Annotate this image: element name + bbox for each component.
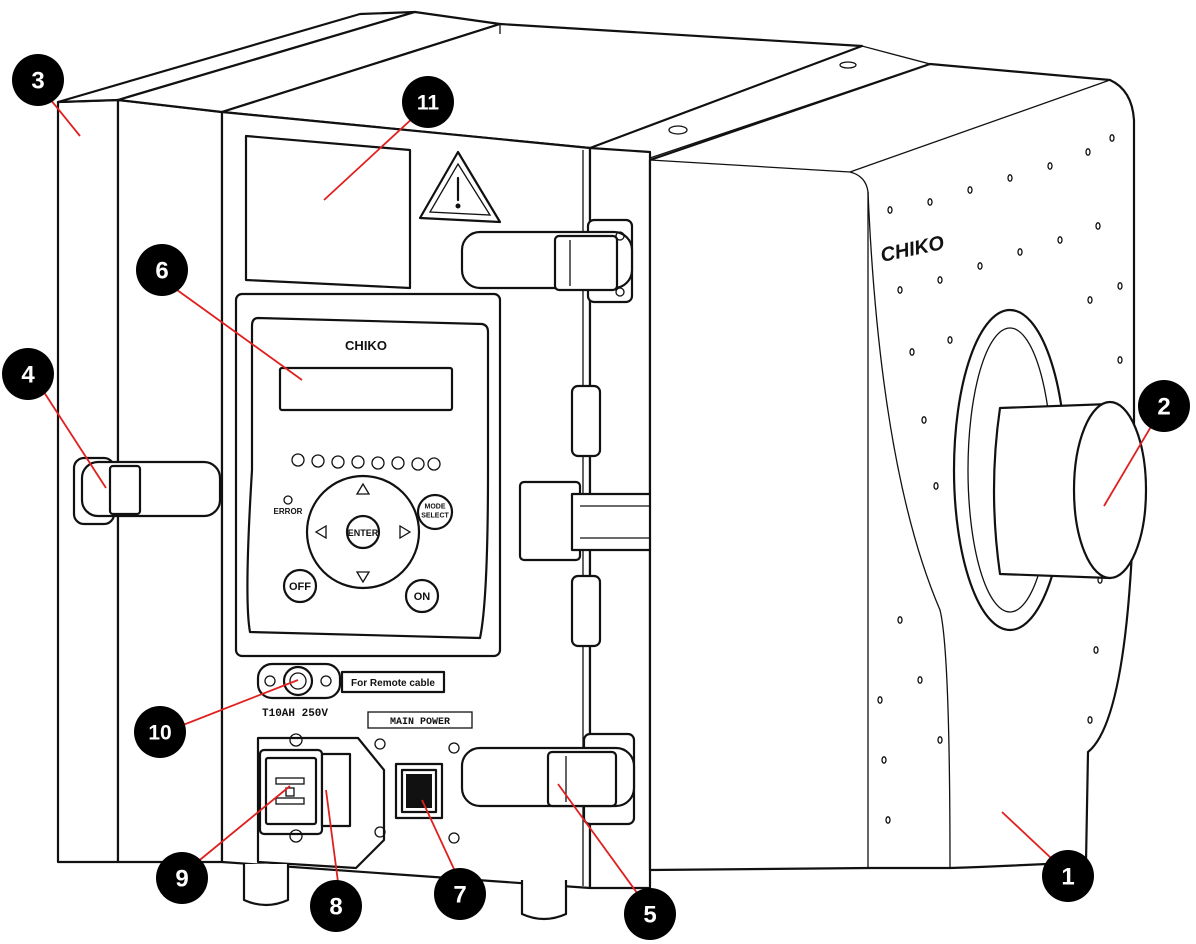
svg-text:7: 7 — [453, 882, 466, 909]
control-panel: CHIKO ERROR ENTER MODE SELECT OFF ON — [234, 292, 502, 658]
callout-5: 5 — [624, 888, 676, 940]
vent-hole — [1117, 356, 1123, 364]
vent-hole — [933, 482, 939, 490]
vent-hole — [1057, 236, 1063, 244]
callout-10: 10 — [134, 706, 186, 758]
enter-label: ENTER — [348, 528, 379, 538]
fuse-rating-label: T10AH 250V — [262, 708, 328, 720]
switch-on-mark: I — [418, 794, 421, 804]
mode-select-button[interactable] — [416, 493, 454, 531]
error-led — [283, 495, 293, 505]
mode-label: MODE — [425, 504, 446, 511]
vent-holes — [877, 134, 1123, 824]
error-label: ERROR — [274, 507, 303, 516]
callout-8: 8 — [310, 880, 362, 932]
remote-connector: For Remote cable — [256, 662, 446, 700]
off-button[interactable] — [282, 568, 318, 604]
vent-hole — [937, 276, 943, 284]
main-power-label: MAIN POWER — [390, 717, 450, 728]
lens-barrel — [952, 308, 1148, 632]
leader-lines — [39, 93, 1163, 909]
vent-hole — [881, 756, 887, 764]
remote-cable-label: For Remote cable — [351, 678, 435, 689]
vent-hole — [1087, 716, 1093, 724]
vent-hole — [967, 186, 973, 194]
up-arrow-icon — [355, 482, 371, 495]
svg-text:1: 1 — [1061, 864, 1074, 891]
vent-hole — [887, 206, 893, 214]
on-button[interactable] — [404, 578, 440, 614]
callout-4: 4 — [2, 348, 54, 400]
callouts: 1 2 3 4 5 6 7 8 9 10 11 — [2, 54, 1190, 940]
callout-2: 2 — [1138, 380, 1190, 432]
vent-hole — [877, 696, 883, 704]
vent-hole — [897, 616, 903, 624]
svg-text:2: 2 — [1157, 394, 1170, 421]
select-label: SELECT — [421, 513, 449, 520]
svg-text:10: 10 — [148, 722, 171, 745]
feet — [242, 864, 568, 921]
vent-hole — [1017, 248, 1023, 256]
vent-hole — [977, 262, 983, 270]
vent-hole — [921, 416, 927, 424]
vent-hole — [1117, 282, 1123, 290]
lcd-display — [278, 366, 454, 412]
label-plate — [244, 134, 412, 290]
vent-hole — [1109, 134, 1115, 142]
vent-hole — [1085, 148, 1091, 156]
side-bumps — [570, 384, 602, 648]
vent-hole — [897, 286, 903, 294]
down-arrow-icon — [355, 571, 371, 584]
main-power-switch[interactable]: O I — [394, 762, 444, 820]
callout-11: 11 — [402, 76, 454, 128]
panel-brand-label: CHIKO — [345, 338, 387, 353]
vent-hole — [1087, 296, 1093, 304]
vent-hole — [917, 676, 923, 684]
callout-6: 6 — [136, 244, 188, 296]
vent-hole — [947, 336, 953, 344]
svg-text:5: 5 — [643, 902, 656, 929]
ac-inlet — [256, 733, 386, 870]
vent-hole — [1095, 222, 1101, 230]
svg-text:3: 3 — [31, 68, 44, 95]
warning-icon — [418, 150, 502, 224]
callout-9: 9 — [156, 852, 208, 904]
vent-hole — [1047, 162, 1053, 170]
left-arrow-icon — [314, 524, 327, 540]
off-label: OFF — [289, 581, 311, 593]
callout-1: 1 — [1042, 850, 1094, 902]
vent-hole — [909, 348, 915, 356]
vent-hole — [1007, 174, 1013, 182]
svg-text:11: 11 — [417, 92, 440, 115]
status-leds — [291, 453, 441, 471]
panel-screws — [374, 738, 460, 844]
callout-3: 3 — [12, 54, 64, 106]
lamp-housing — [648, 62, 1136, 872]
vent-hole — [1093, 646, 1099, 654]
enter-button[interactable] — [345, 514, 381, 550]
vent-hole — [937, 736, 943, 744]
vent-hole — [885, 816, 891, 824]
left-latch — [72, 456, 222, 526]
switch-off-mark: O — [415, 778, 422, 788]
callout-7: 7 — [434, 868, 486, 920]
vent-hole — [927, 198, 933, 206]
svg-text:4: 4 — [21, 362, 35, 389]
right-arrow-icon — [399, 524, 412, 540]
svg-text:6: 6 — [155, 258, 168, 285]
svg-text:8: 8 — [329, 894, 342, 921]
svg-text:9: 9 — [175, 866, 188, 893]
on-label: ON — [414, 591, 431, 603]
upper-latch — [460, 218, 634, 304]
